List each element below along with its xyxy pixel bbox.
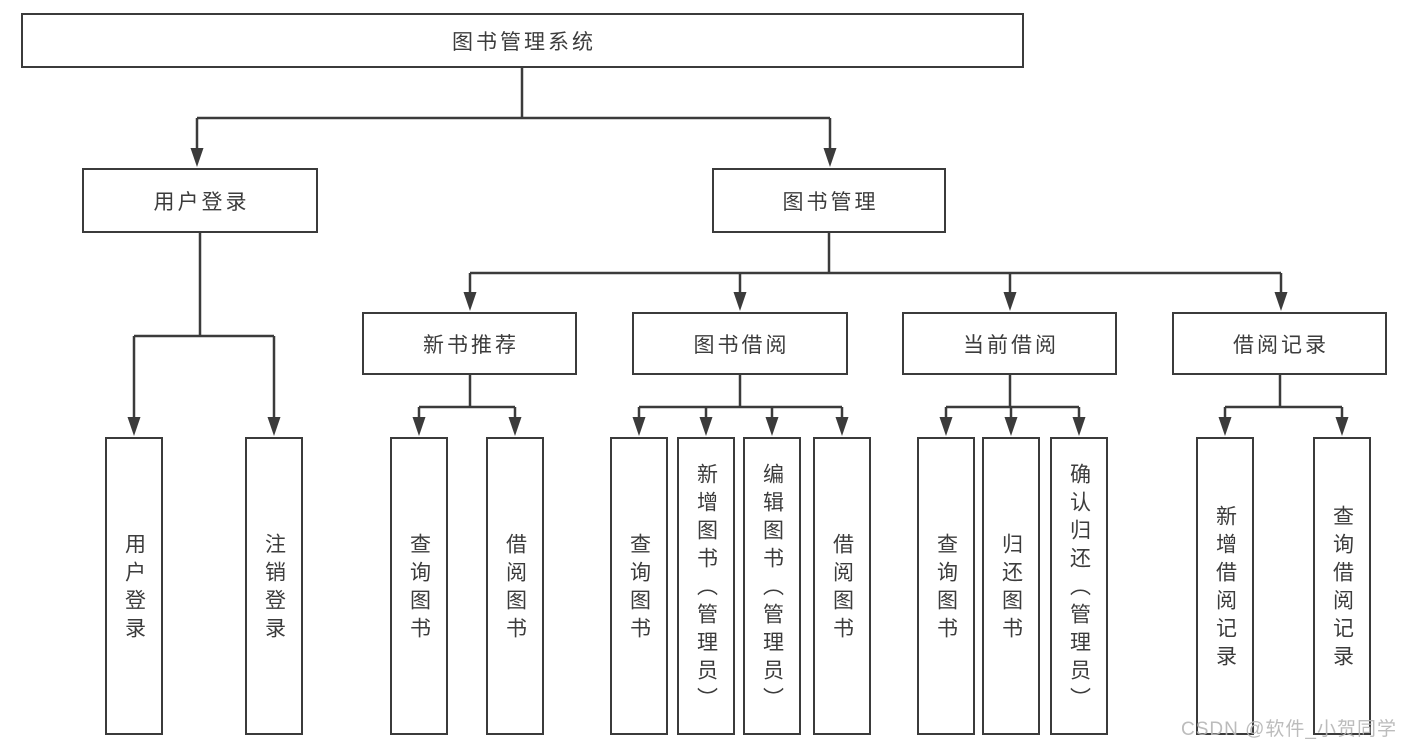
- leaf-newbooks-query-books: 查询图书: [390, 437, 448, 735]
- edge-bookborrow-leaves: [637, 375, 844, 421]
- arrow-to-br-query: [1335, 417, 1349, 436]
- arrow-to-cb-confirm: [1072, 417, 1086, 436]
- leaf-borrow-add-books-admin: 新增图书（管理员）: [677, 437, 735, 735]
- arrow-to-nb-query: [412, 417, 426, 436]
- node-borrow-records: 借阅记录: [1172, 312, 1387, 375]
- edge-borrowrecords-leaves: [1223, 375, 1344, 421]
- arrow-to-leaf-user-login: [127, 417, 141, 436]
- arrow-to-bb-query: [632, 417, 646, 436]
- arrow-to-book-borrow: [733, 292, 747, 311]
- leaf-current-query-books: 查询图书: [917, 437, 975, 735]
- node-new-book-recommend: 新书推荐: [362, 312, 577, 375]
- connector-lines-main: [132, 233, 1344, 421]
- node-user-login: 用户登录: [82, 168, 318, 233]
- connector-lines: [195, 68, 832, 152]
- leaf-records-add-record: 新增借阅记录: [1196, 437, 1254, 735]
- arrow-to-book-mgmt: [823, 148, 837, 167]
- edge-userlogin-leaves: [132, 233, 276, 420]
- leaf-current-return-books: 归还图书: [982, 437, 1040, 735]
- edge-root-branch: [195, 68, 830, 152]
- node-current-borrow: 当前借阅: [902, 312, 1117, 375]
- csdn-watermark: CSDN @软件_小贺同学: [1181, 719, 1397, 740]
- arrow-to-cb-query: [939, 417, 953, 436]
- edge-currentborrow-leaves: [944, 375, 1081, 421]
- leaf-records-query-record: 查询借阅记录: [1313, 437, 1371, 735]
- leaf-newbooks-borrow-books: 借阅图书: [486, 437, 544, 735]
- node-root-system: 图书管理系统: [21, 13, 1024, 68]
- arrow-to-bb-edit: [765, 417, 779, 436]
- node-book-management: 图书管理: [712, 168, 946, 233]
- leaf-borrow-edit-books-admin: 编辑图书（管理员）: [743, 437, 801, 735]
- arrow-to-nb-borrow: [508, 417, 522, 436]
- arrow-to-bb-borrow: [835, 417, 849, 436]
- arrow-to-leaf-logout: [267, 417, 281, 436]
- edge-bookmgmt-level3: [468, 233, 1283, 296]
- arrow-to-current-borrow: [1003, 292, 1017, 311]
- node-book-borrow: 图书借阅: [632, 312, 848, 375]
- arrow-to-bb-add: [699, 417, 713, 436]
- arrow-to-new-books: [463, 292, 477, 311]
- edge-newbooks-leaves: [417, 375, 517, 421]
- leaf-borrow-query-books: 查询图书: [610, 437, 668, 735]
- leaf-user-login: 用户登录: [105, 437, 163, 735]
- leaf-logout-login: 注销登录: [245, 437, 303, 735]
- arrow-to-borrow-records: [1274, 292, 1288, 311]
- arrow-to-cb-return: [1004, 417, 1018, 436]
- arrow-to-br-add: [1218, 417, 1232, 436]
- arrow-to-user-login: [190, 148, 204, 167]
- leaf-borrow-borrow-books: 借阅图书: [813, 437, 871, 735]
- arrowheads: [127, 148, 1349, 436]
- leaf-current-confirm-return-admin: 确认归还（管理员）: [1050, 437, 1108, 735]
